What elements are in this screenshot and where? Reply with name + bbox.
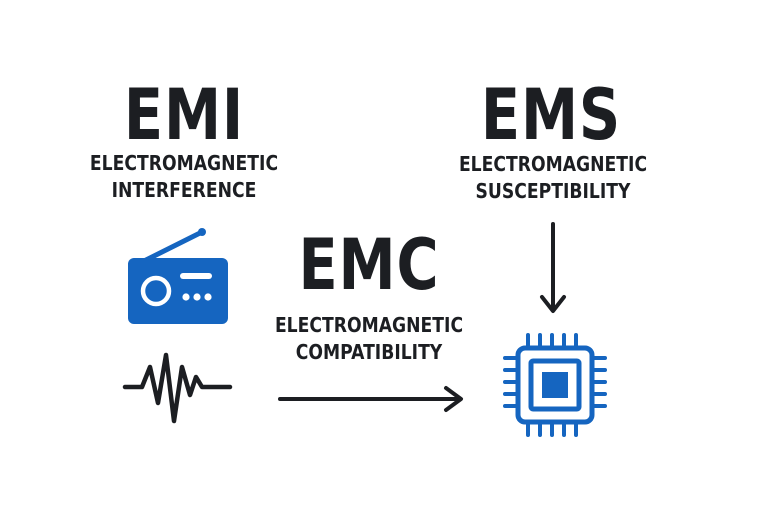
emc-abbreviation: EMC bbox=[298, 224, 440, 306]
emc-description: ELECTROMAGNETIC COMPATIBILITY bbox=[262, 312, 477, 366]
down-arrow-icon bbox=[540, 222, 566, 313]
emi-description-line2: INTERFERENCE bbox=[111, 178, 257, 202]
waveform-icon bbox=[122, 352, 233, 424]
ems-description-line1: ELECTROMAGNETIC bbox=[458, 152, 648, 176]
emc-description-line1: ELECTROMAGNETIC bbox=[274, 313, 464, 337]
radio-icon bbox=[128, 228, 228, 324]
right-arrow-icon bbox=[278, 386, 463, 412]
ems-abbreviation: EMS bbox=[480, 74, 622, 156]
emc-description-line2: COMPATIBILITY bbox=[295, 340, 443, 364]
emi-description-line1: ELECTROMAGNETIC bbox=[89, 151, 279, 175]
chip-icon bbox=[503, 333, 607, 437]
ems-description: ELECTROMAGNETIC SUSCEPTIBILITY bbox=[446, 151, 661, 205]
emi-description: ELECTROMAGNETIC INTERFERENCE bbox=[81, 150, 287, 204]
ems-description-line2: SUSCEPTIBILITY bbox=[475, 179, 631, 203]
emi-abbreviation: EMI bbox=[123, 74, 245, 156]
